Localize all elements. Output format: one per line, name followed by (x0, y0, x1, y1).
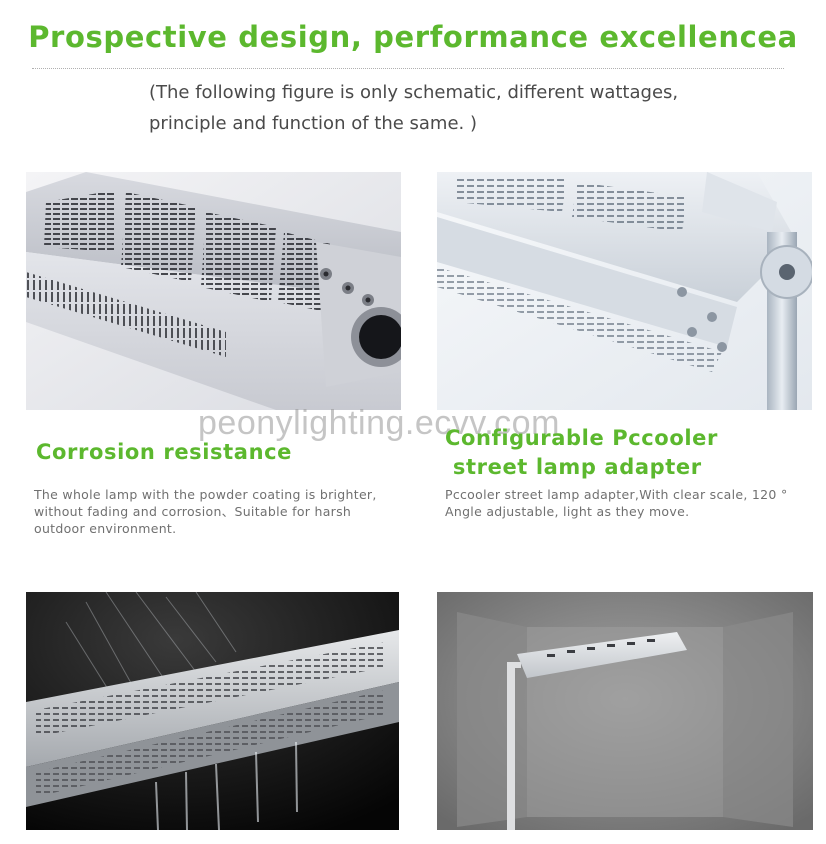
lamp-adapter-image (437, 172, 812, 410)
water-spray-test-image (26, 592, 399, 830)
feature-text-line: The whole lamp with the powder coating i… (34, 487, 377, 502)
schematic-note-line-2: principle and function of the same. ) (149, 113, 478, 134)
feature-text-corrosion: The whole lamp with the powder coating i… (34, 486, 412, 537)
lamp-housing-image (26, 172, 401, 410)
feature-text-adapter: Pccooler street lamp adapter,With clear … (445, 486, 817, 520)
feature-text-line: Pccooler street lamp adapter,With clear … (445, 487, 788, 502)
feature-heading-adapter-line-1: Configurable Pccooler (445, 426, 718, 450)
dotted-divider (32, 68, 784, 69)
feature-text-line: without fading and corrosion、Suitable fo… (34, 504, 352, 519)
test-chamber-image (437, 592, 813, 830)
feature-text-line: Angle adjustable, light as they move. (445, 504, 690, 519)
page-title: Prospective design, performance excellen… (28, 20, 798, 54)
watermark: peonylighting.ecvv.com (198, 404, 560, 442)
feature-heading-corrosion: Corrosion resistance (36, 440, 293, 464)
feature-heading-adapter-line-2: street lamp adapter (445, 455, 702, 479)
feature-text-line: outdoor environment. (34, 521, 177, 536)
schematic-note-line-1: (The following figure is only schematic,… (149, 82, 679, 103)
